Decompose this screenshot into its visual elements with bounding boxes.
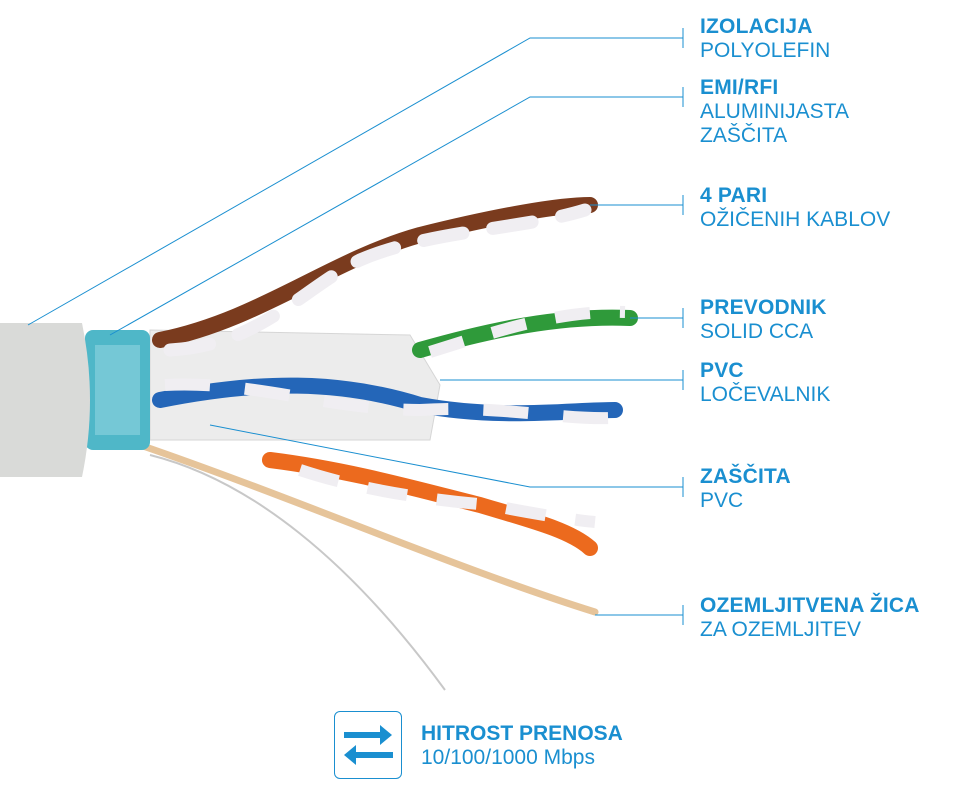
label-subtitle: OŽIČENIH KABLOV: [700, 208, 891, 231]
leader-line-emi-shield: [109, 96, 683, 336]
label-emi-shield: EMI/RFI ALUMINIJASTA ZAŠČITA: [700, 76, 849, 148]
label-title: PREVODNIK: [700, 296, 827, 319]
label-title: OZEMLJITVENA ŽICA: [700, 594, 920, 617]
label-title: IZOLACIJA: [700, 15, 813, 38]
label-subtitle: ZA OZEMLJITEV: [700, 618, 862, 641]
label-title: PVC: [700, 359, 744, 382]
leader-lines: [27, 28, 684, 625]
leader-line-insulation: [27, 37, 683, 326]
label-subtitle: LOČEVALNIK: [700, 383, 831, 406]
label-subtitle: PVC: [700, 489, 744, 512]
label-title: EMI/RFI: [700, 76, 779, 99]
leader-line-protection: [209, 424, 683, 488]
label-subtitle: POLYOLEFIN: [700, 39, 831, 62]
label-conductor: PREVODNIK SOLID CCA: [700, 296, 827, 344]
aluminium-shield-highlight: [95, 345, 140, 435]
label-title: 4 PARI: [700, 184, 768, 207]
label-subtitle: SOLID CCA: [700, 320, 814, 343]
green-pair-white-wire: [428, 305, 626, 358]
label-protection: ZAŠČITA PVC: [700, 465, 791, 513]
transfer-arrows-icon: [334, 711, 402, 779]
label-title: ZAŠČITA: [700, 465, 791, 488]
ground-wire: [136, 441, 599, 616]
brown-pair-white-wire: [163, 203, 592, 357]
transfer-arrows-glyph: [344, 725, 393, 765]
label-subtitle: ALUMINIJASTA: [700, 100, 849, 123]
label-insulation: IZOLACIJA POLYOLEFIN: [700, 15, 830, 63]
label-ground-wire: OZEMLJITVENA ŽICA ZA OZEMLJITEV: [700, 594, 920, 642]
blue-pair-white-wire: [164, 378, 613, 425]
label-subtitle: ZAŠČITA: [700, 124, 788, 147]
speed-value: 10/100/1000 Mbps: [421, 746, 595, 769]
speed-title: HITROST PRENOSA: [421, 722, 623, 745]
label-pairs: 4 PARI OŽIČENIH KABLOV: [700, 184, 890, 232]
transfer-speed: HITROST PRENOSA 10/100/1000 Mbps: [421, 722, 623, 770]
outer-jacket: [0, 323, 90, 477]
label-separator: PVC LOČEVALNIK: [700, 359, 830, 407]
brown-pair: [152, 197, 598, 348]
drain-wire: [149, 454, 446, 691]
